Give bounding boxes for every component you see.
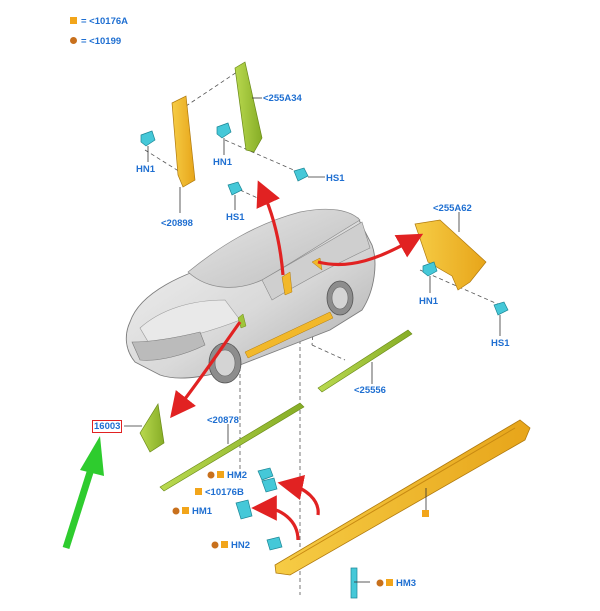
fastener-hn1-center[interactable] [216,122,232,139]
callout-hs1-right[interactable]: HS1 [491,338,510,349]
fastener-hn2[interactable] [266,536,283,551]
fastener-hs1-right[interactable] [493,301,509,316]
legend-text-10176a: = <10176A [81,16,129,27]
rocker-panel[interactable] [274,419,531,576]
fastener-markers [172,471,393,587]
fastener-leaders [147,138,501,583]
callout-20878[interactable]: <20878 [207,415,239,426]
callout-255a34[interactable]: <255A34 [263,93,302,104]
part-16003[interactable] [139,403,165,453]
callout-hn1-left[interactable]: HN1 [136,164,156,175]
legend-square-marker [70,17,77,24]
rear-trim-right[interactable] [414,219,487,291]
callout-hs1-center[interactable]: HS1 [326,173,345,184]
callout-hn1-right[interactable]: HN1 [419,296,439,307]
legend-item-circle: = <10199 [70,36,121,47]
pillar-trim-left[interactable] [171,95,196,188]
legend-circle-marker [70,37,77,44]
fastener-hs1-left[interactable] [227,181,243,196]
fasteners [140,122,509,599]
molding-front[interactable] [159,402,305,492]
red-arrows [170,180,424,541]
callout-hm2[interactable]: HM2 [227,470,248,481]
fastener-hs1-center[interactable] [293,167,309,182]
fastener-hm1[interactable] [235,499,253,520]
callout-16003[interactable]: 16003 [92,420,123,433]
callout-hs1-left[interactable]: HS1 [226,212,245,223]
molding-lower[interactable] [317,329,413,393]
callout-hn2[interactable]: HN2 [231,540,251,551]
callout-255a62[interactable]: <255A62 [433,203,472,214]
callout-hm1[interactable]: HM1 [192,506,213,517]
green-pointer-arrow [62,436,104,550]
callout-hn1-center[interactable]: HN1 [213,157,233,168]
legend-text-10199: = <10199 [81,36,122,47]
pillar-trim-upper[interactable] [234,61,263,153]
callout-10176b[interactable]: <10176B [205,487,244,498]
fastener-hn1-left[interactable] [140,130,156,147]
legend-item-square: = <10176A [70,16,128,27]
callout-25556[interactable]: <25556 [354,385,386,396]
fastener-hm2[interactable] [257,467,274,481]
fastener-hn1-right[interactable] [422,261,438,277]
car-illustration [125,208,376,384]
fastener-hm3[interactable] [350,567,358,599]
callout-20898[interactable]: <20898 [161,218,193,229]
fastener-10176b[interactable] [261,477,278,493]
callout-hm3[interactable]: HM3 [396,578,417,589]
